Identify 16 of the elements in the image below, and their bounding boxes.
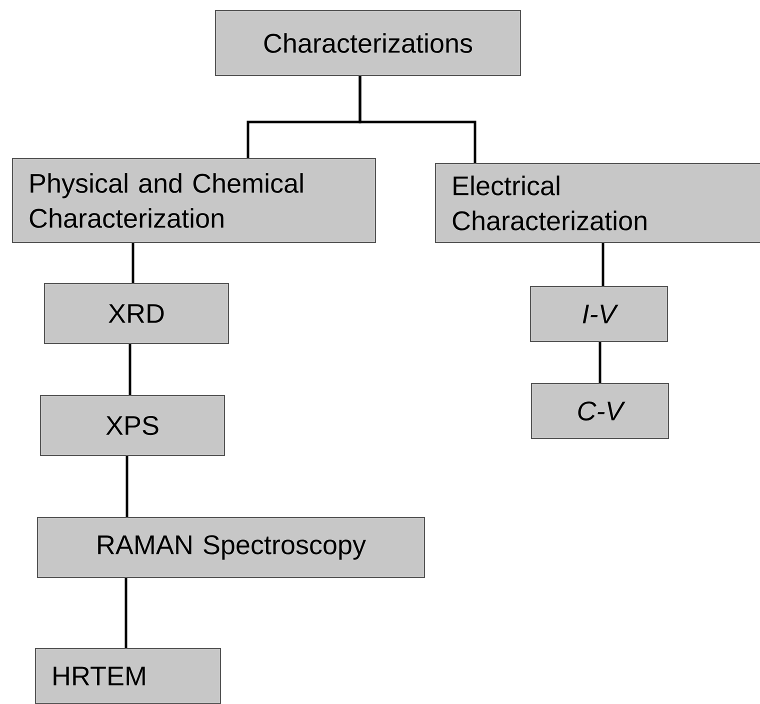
process-box: RAMAN Spectroscopy: [37, 517, 425, 578]
process-box: XRD: [44, 283, 229, 344]
process-box: HRTEM: [35, 648, 221, 704]
process-box: Physical and Chemical Characterization: [12, 158, 376, 243]
connector-line: [132, 243, 134, 283]
connector-line: [358, 76, 476, 163]
connector-line: [128, 344, 132, 395]
process-box: XPS: [40, 395, 225, 456]
process-box: I-V: [530, 286, 668, 342]
process-box: Electrical Characterization: [435, 163, 760, 243]
process-box: Characterizations: [215, 10, 521, 76]
process-box: C-V: [531, 383, 669, 439]
connector-line: [124, 578, 128, 648]
connector-line: [598, 342, 602, 383]
connector-line: [602, 243, 604, 286]
connector-line: [126, 456, 128, 517]
